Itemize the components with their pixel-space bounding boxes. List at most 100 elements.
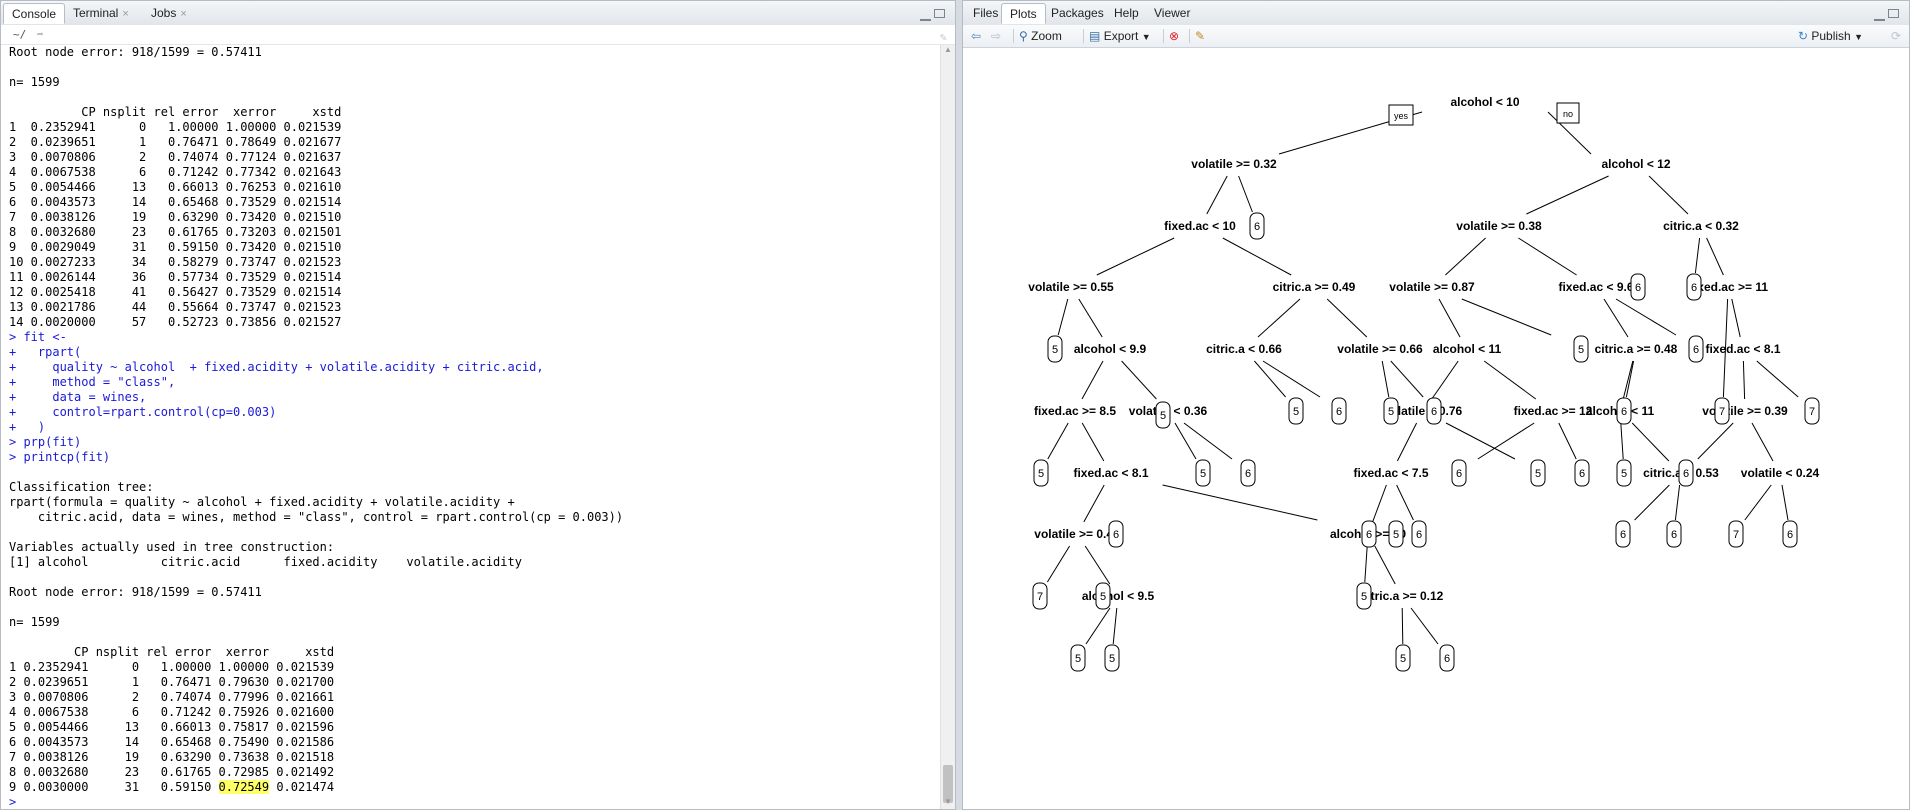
tab-files[interactable]: Files <box>965 3 1006 24</box>
tab-packages[interactable]: Packages <box>1043 3 1112 24</box>
tree-leaf-box <box>1249 212 1265 240</box>
console-output-line: 5 0.0054466 13 0.66013 0.75817 0.021596 <box>9 720 939 735</box>
tree-edge <box>1634 484 1670 521</box>
console-output[interactable]: Root node error: 918/1599 = 0.57411 n= 15… <box>9 45 939 805</box>
tree-edge <box>1401 607 1404 645</box>
export-button[interactable]: ▤ Export ▼ <box>1089 28 1151 44</box>
console-text: 11 0.0026144 36 0.57734 0.73529 0.021514 <box>9 270 342 284</box>
tree-leaf-box <box>1686 273 1702 301</box>
tree-edge <box>1083 484 1105 523</box>
console-text: + rpart( <box>9 345 82 359</box>
console-output-line <box>9 60 939 75</box>
close-icon[interactable]: × <box>180 8 187 20</box>
tree-leaf-box <box>1728 520 1744 548</box>
console-output-line <box>9 525 939 540</box>
magnifier-icon: ⚲ <box>1019 29 1028 43</box>
tree-split-label: volatile >= 0.66 <box>1337 342 1423 356</box>
tree-edge <box>1396 484 1414 521</box>
console-output-line: 10 0.0027233 34 0.58279 0.73747 0.021523 <box>9 255 939 270</box>
console-output-line: 6 0.0043573 14 0.65468 0.73529 0.021514 <box>9 195 939 210</box>
tab-label: Files <box>973 6 999 20</box>
close-icon[interactable]: × <box>122 8 129 20</box>
scrollbar-thumb[interactable] <box>943 765 953 803</box>
publish-icon: ↻ <box>1797 29 1809 43</box>
tree-edge <box>1078 298 1103 338</box>
tree-leaf-box <box>1195 459 1211 487</box>
console-output-line: 3 0.0070806 2 0.74074 0.77996 0.021661 <box>9 690 939 705</box>
minimize-icon[interactable] <box>920 18 931 21</box>
clear-console-icon[interactable]: ✎ <box>939 30 947 44</box>
console-command-line: + control=rpart.control(cp=0.003) <box>9 405 939 420</box>
forward-arrow-icon[interactable]: ⇨ <box>991 29 1002 43</box>
tree-edge <box>1756 360 1799 398</box>
maximize-icon[interactable] <box>1888 9 1899 18</box>
tree-leaf-box <box>1070 644 1086 672</box>
scroll-down-icon[interactable]: ▼ <box>944 797 952 806</box>
minimize-icon[interactable] <box>1874 18 1885 21</box>
tree-edge <box>1781 484 1789 521</box>
tree-split-label: volatile >= 0.32 <box>1191 157 1277 171</box>
zoom-button[interactable]: ⚲ Zoom <box>1019 28 1062 44</box>
console-output-line: Variables actually used in tree construc… <box>9 540 939 555</box>
tree-split-label: citric.a >= 0.48 <box>1595 342 1678 356</box>
yes-label: yes <box>1394 111 1409 121</box>
tree-split-label: fixed.ac >= 8.5 <box>1034 404 1116 418</box>
console-text: 7 0.0038126 19 0.63290 0.73420 0.021510 <box>9 210 342 224</box>
tree-edge <box>1603 298 1629 338</box>
console-output-line: 14 0.0020000 57 0.52723 0.73856 0.021527 <box>9 315 939 330</box>
export-icon: ▤ <box>1089 29 1101 43</box>
console-pane: Console Terminal× Jobs× ~/ ➦ ✎ Root node… <box>0 0 956 810</box>
tree-leaf-label: 6 <box>1683 468 1689 480</box>
tree-split-label: fixed.ac < 9.6 <box>1558 280 1633 294</box>
console-text: > prp(fit) <box>9 435 82 449</box>
console-output-line: Root node error: 918/1599 = 0.57411 <box>9 585 939 600</box>
tree-edge <box>1047 422 1069 460</box>
tab-viewer[interactable]: Viewer <box>1146 3 1198 24</box>
tree-edge <box>1381 360 1390 398</box>
tree-leaf-box <box>1395 644 1411 672</box>
tree-leaf-label: 6 <box>1431 406 1437 418</box>
tree-split-label: volatile >= 0.87 <box>1389 280 1475 294</box>
tab-label: Console <box>12 7 57 21</box>
tab-terminal[interactable]: Terminal× <box>65 3 137 24</box>
tree-edge <box>1085 607 1111 645</box>
tree-edge <box>1625 360 1635 398</box>
publish-button[interactable]: ↻ Publish ▼ <box>1798 28 1863 44</box>
console-command-line: > printcp(fit) <box>9 450 939 465</box>
tree-split-label: volatile >= 0.38 <box>1456 219 1542 233</box>
console-output-line: 9 0.0029049 31 0.59150 0.73420 0.021510 <box>9 240 939 255</box>
maximize-icon[interactable] <box>934 9 945 18</box>
tree-edge <box>1081 422 1105 462</box>
console-command-line: + data = wines, <box>9 390 939 405</box>
console-command-line: > fit <- <box>9 330 939 345</box>
tree-leaf-box <box>1439 644 1455 672</box>
tree-leaf-box <box>1574 459 1590 487</box>
console-scrollbar[interactable]: ▲ ▼ <box>940 45 955 809</box>
console-output-line: 3 0.0070806 2 0.74074 0.77124 0.021637 <box>9 150 939 165</box>
tab-jobs[interactable]: Jobs× <box>143 3 195 24</box>
tree-leaf-label: 6 <box>1416 529 1422 541</box>
console-text: > fit <- <box>9 330 67 344</box>
go-to-directory-icon[interactable]: ➦ <box>36 28 44 41</box>
console-tabbar: Console Terminal× Jobs× <box>1 1 955 26</box>
console-text: 7 0.0038126 19 0.63290 0.73638 0.021518 <box>9 750 335 764</box>
tab-help[interactable]: Help <box>1106 3 1147 24</box>
tab-console[interactable]: Console <box>3 3 66 24</box>
back-arrow-icon[interactable]: ⇦ <box>971 29 982 43</box>
tree-edge <box>1262 360 1321 398</box>
console-text: 6 0.0043573 14 0.65468 0.73529 0.021514 <box>9 195 342 209</box>
tree-leaf-label: 6 <box>1671 529 1677 541</box>
clear-plots-broom-icon[interactable]: ✎ <box>1195 29 1206 43</box>
console-output-line <box>9 570 939 585</box>
console-output-line: citric.acid, data = wines, method = "cla… <box>9 510 939 525</box>
tree-edge <box>1631 422 1670 462</box>
tree-leaf-box <box>1356 582 1372 610</box>
tab-plots[interactable]: Plots <box>1001 3 1046 24</box>
tab-label: Packages <box>1051 6 1104 20</box>
console-text: n= 1599 <box>9 75 60 89</box>
remove-plot-icon[interactable]: ⊗ <box>1169 29 1180 43</box>
tree-leaf-box <box>1426 397 1442 425</box>
scroll-up-icon[interactable]: ▲ <box>944 45 952 54</box>
tree-leaf-label: 6 <box>1113 529 1119 541</box>
refresh-icon[interactable]: ⟳ <box>1890 29 1901 43</box>
